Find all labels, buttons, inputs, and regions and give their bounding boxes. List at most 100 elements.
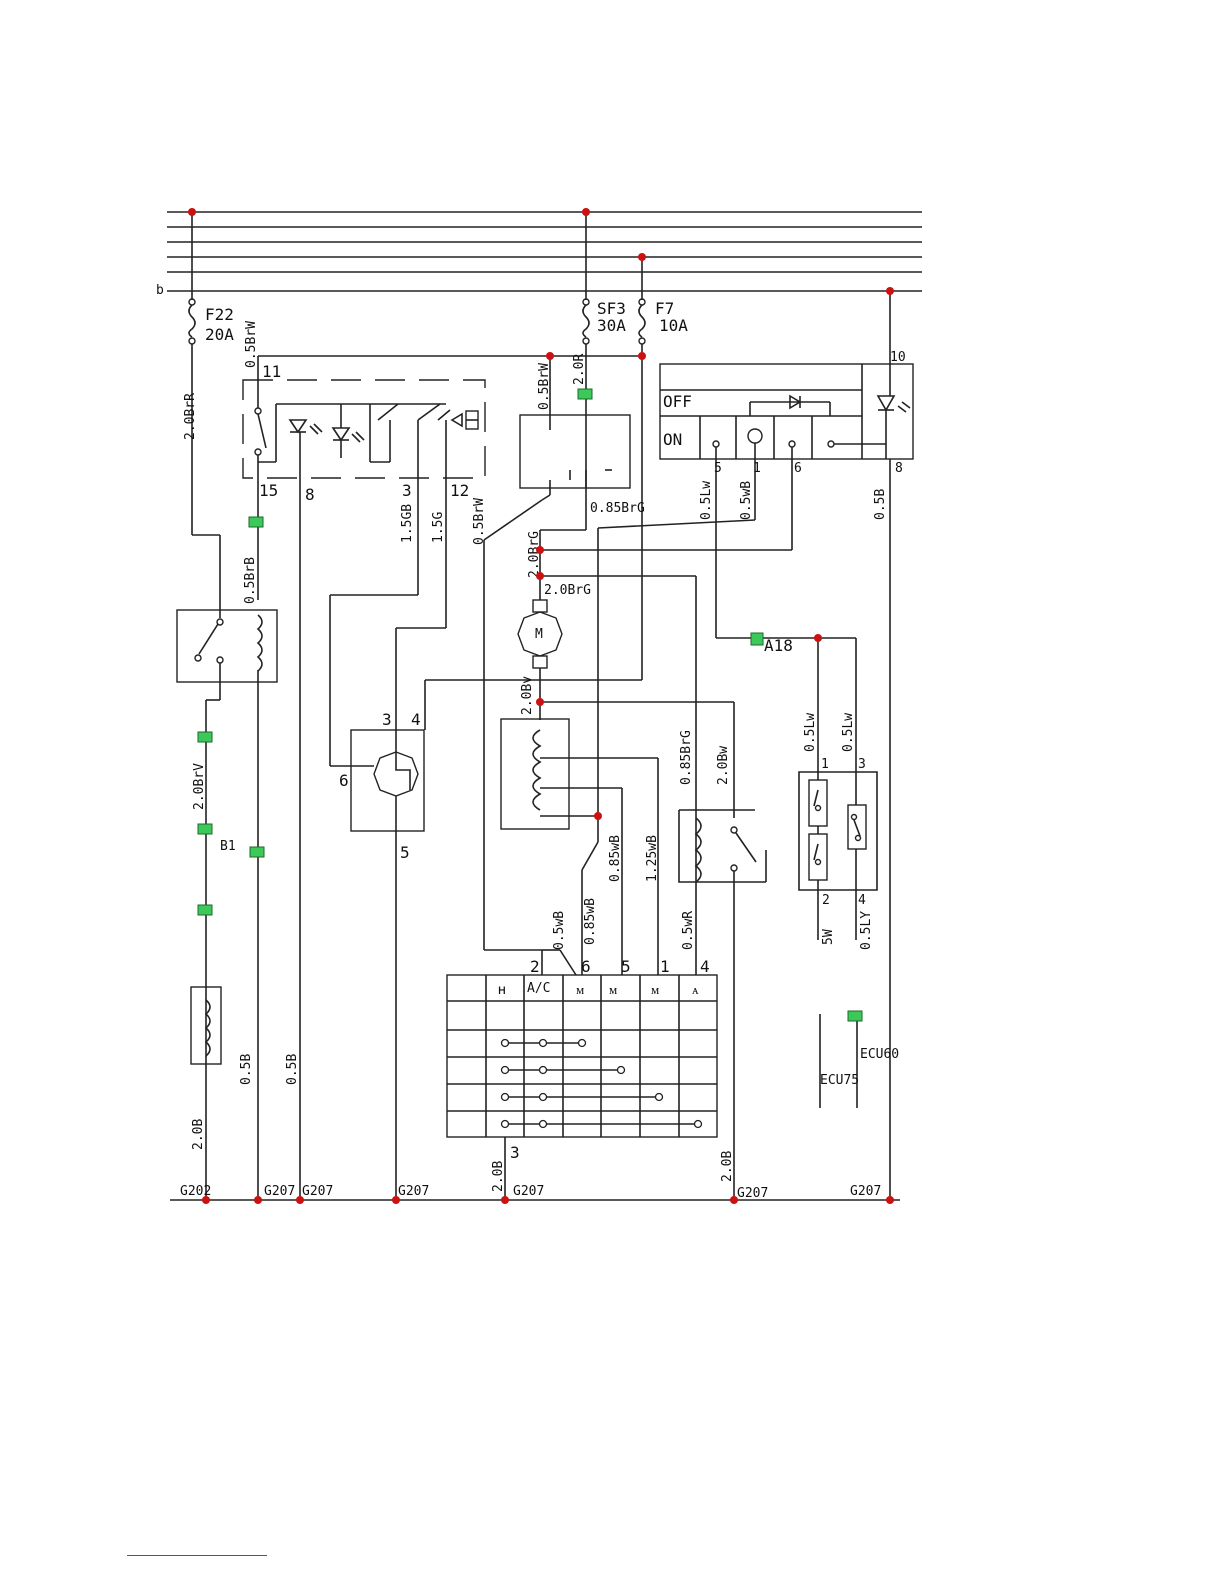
wire-20BrR: 2.0BrR: [183, 393, 198, 440]
heater-element: [190, 986, 222, 1065]
wire-20Bw: 2.0Bw: [716, 746, 731, 785]
wire-05Lw-c: 0.5Lw: [841, 713, 856, 752]
svg-text:ʜ: ʜ: [498, 983, 506, 998]
ground-g207-c: G207: [398, 1184, 429, 1199]
wire-20B-a: 2.0B: [191, 1119, 206, 1150]
fuse-f22-label: F22: [205, 305, 234, 324]
pin-10: 10: [890, 350, 906, 365]
wire-20Bv: 2.0Bv: [520, 676, 535, 715]
pin-3-sensor: 3: [382, 710, 392, 729]
wire-20B-b: 2.0B: [491, 1161, 506, 1192]
wire-20B-c: 2.0B: [720, 1151, 735, 1182]
label-off: OFF: [663, 392, 692, 411]
pin-4-table: 4: [700, 957, 710, 976]
ac-control-module: [659, 291, 914, 1200]
pin-1-table: 1: [660, 957, 670, 976]
wire-05wR: 0.5wR: [681, 911, 696, 950]
pressure-switch: [329, 594, 446, 1200]
fuse-f7-label: F7: [655, 299, 674, 318]
label-on: ON: [663, 430, 682, 449]
pin-5-table: 5: [621, 957, 631, 976]
wire-5W: 5W: [821, 929, 836, 945]
svg-text:ᴀ: ᴀ: [692, 983, 699, 998]
fuse-sf3-label: SF3: [597, 299, 626, 318]
ground-g202: G202: [180, 1184, 211, 1199]
fuse-f22: [188, 212, 196, 535]
bus-label-b: b: [156, 283, 164, 298]
pin-12: 12: [450, 481, 469, 500]
pin-2-pswitch: 2: [822, 893, 830, 908]
main-relay: [519, 414, 631, 531]
pin-3-table: 3: [510, 1143, 520, 1162]
wire-05B-b: 0.5B: [239, 1054, 254, 1085]
fuse-f7-rating: 10A: [659, 316, 688, 335]
wire-labels: 2.0BrR 0.5BrW 0.5BrW 2.0R 0.5BrW 0.85BrG…: [183, 321, 888, 1192]
wire-05B-a: 0.5B: [873, 489, 888, 520]
wire-05wB-a: 0.5wB: [739, 481, 754, 520]
pin-4-sensor: 4: [411, 710, 421, 729]
motor-label: M: [535, 627, 543, 642]
footer-rule: [127, 1555, 267, 1556]
blower-motor: [517, 599, 563, 720]
ground-g207-e: G207: [737, 1186, 768, 1201]
table-header-ac: A/C: [527, 981, 550, 996]
relay-left: [176, 534, 278, 1200]
pin-5-module: 5: [714, 461, 722, 476]
fuse-f22-rating: 20A: [205, 325, 234, 344]
ecu75-label: ECU75: [820, 1073, 859, 1088]
pin-15: 15: [259, 481, 278, 500]
pin-6-table: 6: [581, 957, 591, 976]
connector-a18-label: A18: [764, 636, 793, 655]
wire-05Lw-a: 0.5Lw: [699, 481, 714, 520]
svg-text:ᴍ: ᴍ: [576, 983, 584, 998]
pin-3-switch: 3: [402, 481, 412, 500]
ground-g207-b: G207: [302, 1184, 333, 1199]
wire-05wB-b: 0.5wB: [552, 911, 567, 950]
pin-4-pswitch: 4: [858, 893, 866, 908]
connector-b1-label: B1: [220, 839, 236, 854]
wire-05BrW-b: 0.5BrW: [537, 363, 552, 410]
wire-05BrW-a: 0.5BrW: [244, 321, 259, 368]
wire-085BrG-a: 0.85BrG: [590, 501, 645, 516]
blower-switch-block: [242, 375, 486, 1200]
wire-05B-c: 0.5B: [285, 1054, 300, 1085]
pin-1-pswitch: 1: [821, 757, 829, 772]
pin-6-sensor: 6: [339, 771, 349, 790]
wire-20BrG-a: 2.0BrG: [527, 531, 542, 578]
blower-resistor: [500, 718, 659, 975]
blower-switch-table: A/C ʜ ᴍ ᴍ ᴍ ᴀ: [446, 974, 718, 1138]
power-bus: b: [156, 211, 922, 298]
relay-right: [678, 809, 767, 1200]
ground-g207-f: G207: [850, 1184, 881, 1199]
wire-05BrB: 0.5BrB: [243, 557, 258, 604]
pressure-switch-group: [798, 771, 878, 940]
wire-085wB-a: 0.85wB: [608, 835, 623, 882]
pin-6-module: 6: [794, 461, 802, 476]
pin-8-switch: 8: [305, 485, 315, 504]
connectors: [197, 388, 863, 1022]
ground-g207-d: G207: [513, 1184, 544, 1199]
wire-05LY: 0.5LY: [859, 911, 874, 950]
pin-11: 11: [262, 362, 281, 381]
ecu60-label: ECU60: [860, 1047, 899, 1062]
pin-5-sensor: 5: [400, 843, 410, 862]
svg-text:ᴍ: ᴍ: [651, 983, 659, 998]
wire-05BrW-c: 0.5BrW: [472, 498, 487, 545]
wire-15GB: 1.5GB: [400, 504, 415, 543]
ground-g207-a: G207: [264, 1184, 295, 1199]
pin-3-pswitch: 3: [858, 757, 866, 772]
wire-20BrG-b: 2.0BrG: [544, 583, 591, 598]
wire-125wB: 1.25wB: [645, 835, 660, 882]
wire-15G: 1.5G: [431, 512, 446, 543]
pin-8-module: 8: [895, 461, 903, 476]
junction-nodes: [188, 208, 894, 1204]
fuse-sf3: [582, 212, 590, 488]
pin-1-module: 1: [753, 461, 761, 476]
svg-text:ᴍ: ᴍ: [609, 983, 617, 998]
wire-085wB-b: 0.85wB: [583, 898, 598, 945]
wire-20BrV: 2.0BrV: [192, 763, 207, 810]
ground-labels: G202 G207 G207 G207 G207 G207 G207: [180, 1184, 881, 1201]
pin-2-table: 2: [530, 957, 540, 976]
wire-085BrG-b: 0.85BrG: [679, 730, 694, 785]
